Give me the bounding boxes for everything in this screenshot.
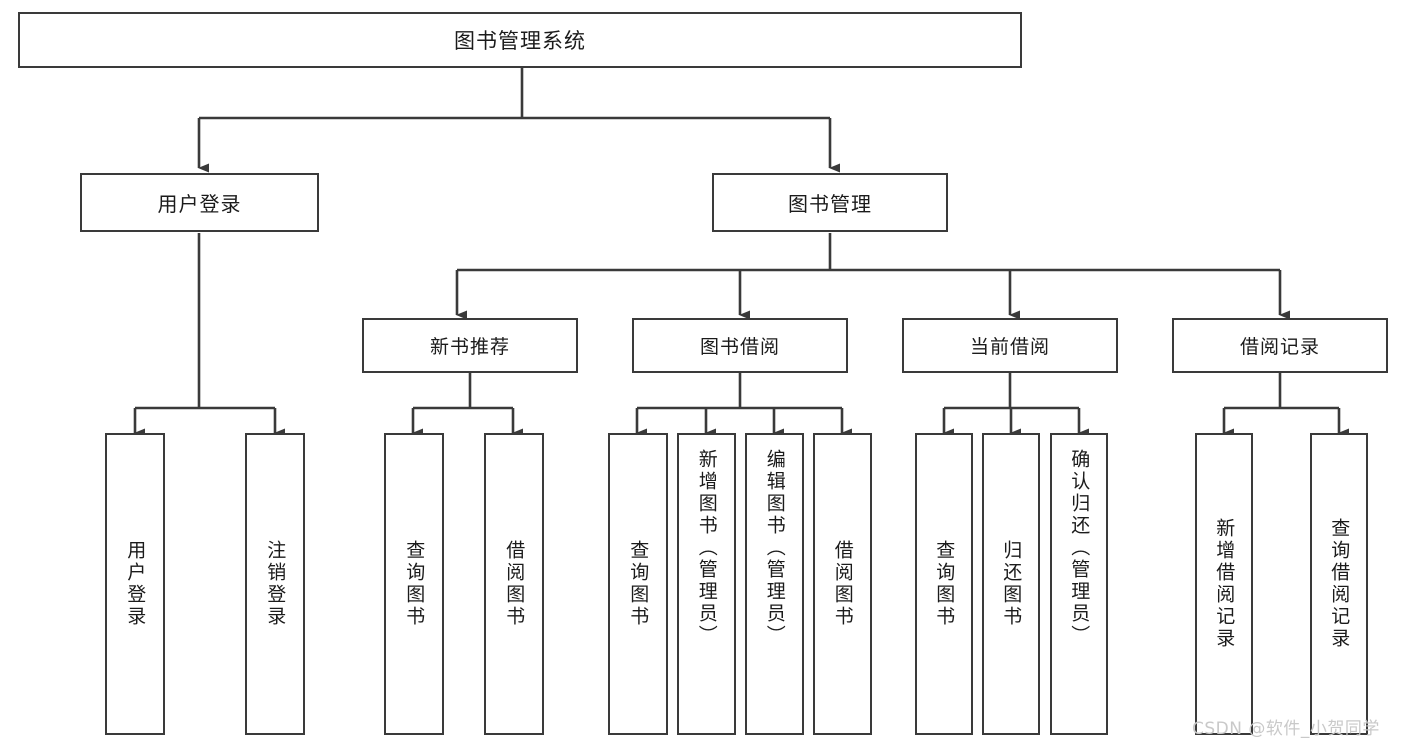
node-leaf-query-book-3[interactable]: 查询图书 xyxy=(915,433,973,735)
node-leaf-query-book-1-label: 查询图书 xyxy=(403,540,426,628)
node-leaf-query-record-label: 查询借阅记录 xyxy=(1328,518,1351,650)
node-leaf-return-book[interactable]: 归还图书 xyxy=(982,433,1040,735)
node-leaf-logout-login[interactable]: 注销登录 xyxy=(245,433,305,735)
node-leaf-return-book-label: 归还图书 xyxy=(1000,540,1023,628)
node-leaf-add-book[interactable]: 新增图书（管理员） xyxy=(677,433,736,735)
node-leaf-borrow-book-1[interactable]: 借阅图书 xyxy=(484,433,544,735)
node-leaf-edit-book[interactable]: 编辑图书（管理员） xyxy=(745,433,804,735)
node-leaf-confirm-return-label: 确认归还（管理员） xyxy=(1068,449,1091,647)
node-leaf-edit-book-label: 编辑图书（管理员） xyxy=(763,449,786,647)
node-leaf-query-book-3-label: 查询图书 xyxy=(933,540,956,628)
node-leaf-add-record[interactable]: 新增借阅记录 xyxy=(1195,433,1253,735)
node-leaf-borrow-book-1-label: 借阅图书 xyxy=(503,540,526,628)
node-leaf-confirm-return[interactable]: 确认归还（管理员） xyxy=(1050,433,1108,735)
node-leaf-user-login-label: 用户登录 xyxy=(124,540,147,628)
node-leaf-query-book-2-label: 查询图书 xyxy=(627,540,650,628)
node-book-borrow[interactable]: 图书借阅 xyxy=(632,318,848,373)
node-root-system[interactable]: 图书管理系统 xyxy=(18,12,1022,68)
csdn-watermark: CSDN @软件_小贺同学 xyxy=(1192,719,1380,739)
node-book-manage[interactable]: 图书管理 xyxy=(712,173,948,232)
node-leaf-query-record[interactable]: 查询借阅记录 xyxy=(1310,433,1368,735)
node-leaf-borrow-book-2-label: 借阅图书 xyxy=(831,540,854,628)
node-leaf-add-book-label: 新增图书（管理员） xyxy=(695,449,718,647)
node-leaf-borrow-book-2[interactable]: 借阅图书 xyxy=(813,433,872,735)
node-borrow-record[interactable]: 借阅记录 xyxy=(1172,318,1388,373)
node-new-book-recommend[interactable]: 新书推荐 xyxy=(362,318,578,373)
node-leaf-user-login[interactable]: 用户登录 xyxy=(105,433,165,735)
node-current-borrow[interactable]: 当前借阅 xyxy=(902,318,1118,373)
node-leaf-add-record-label: 新增借阅记录 xyxy=(1213,518,1236,650)
node-user-login[interactable]: 用户登录 xyxy=(80,173,319,232)
node-leaf-query-book-2[interactable]: 查询图书 xyxy=(608,433,668,735)
node-leaf-query-book-1[interactable]: 查询图书 xyxy=(384,433,444,735)
node-leaf-logout-login-label: 注销登录 xyxy=(264,540,287,628)
